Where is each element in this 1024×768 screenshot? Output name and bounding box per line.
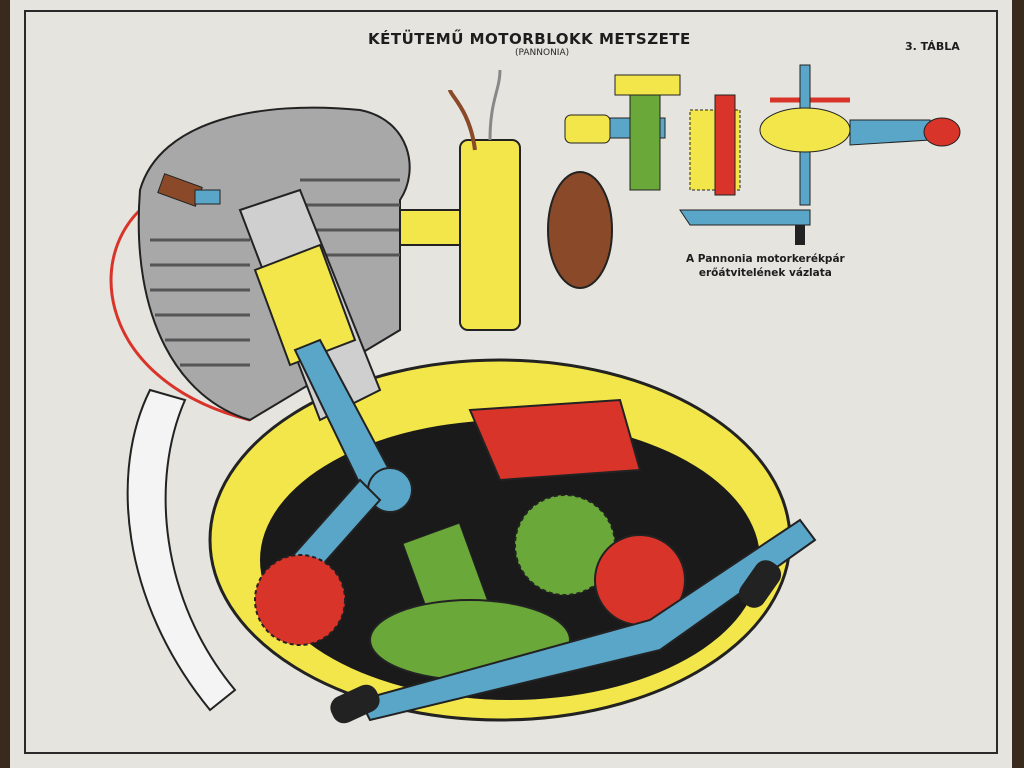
exhaust-pipe [126,388,237,712]
transmission-diagram [564,64,961,245]
transmission-carburetor [614,74,681,96]
caption-line-1: A Pannonia motorkerékpár [686,253,845,265]
transmission-piston [564,114,611,144]
air-filter [547,171,613,289]
poster-title: KÉTÜTEMŰ MOTORBLOKK METSZETE [368,30,691,48]
piston [253,243,357,367]
caption-line-2: erőátvitelének vázlata [698,267,832,279]
kickstart-lever [358,518,817,722]
rear-hub [759,107,851,153]
poster-frame [24,10,998,754]
carburetor-body [459,139,521,331]
footpeg-left [330,684,380,724]
transmission-caption: A Pannonia motorkerékpár erőátvitelének … [686,252,845,280]
poster-subtitle: (PANNONIA) [515,48,570,58]
plate-number: 3. TÁBLA [905,40,960,53]
shift-mechanism [468,398,642,482]
throttle-cable [488,69,502,141]
spark-plug-wire [109,193,251,422]
primary-gear [254,554,346,646]
footpeg-right [738,560,782,608]
choke-cable [448,89,477,151]
